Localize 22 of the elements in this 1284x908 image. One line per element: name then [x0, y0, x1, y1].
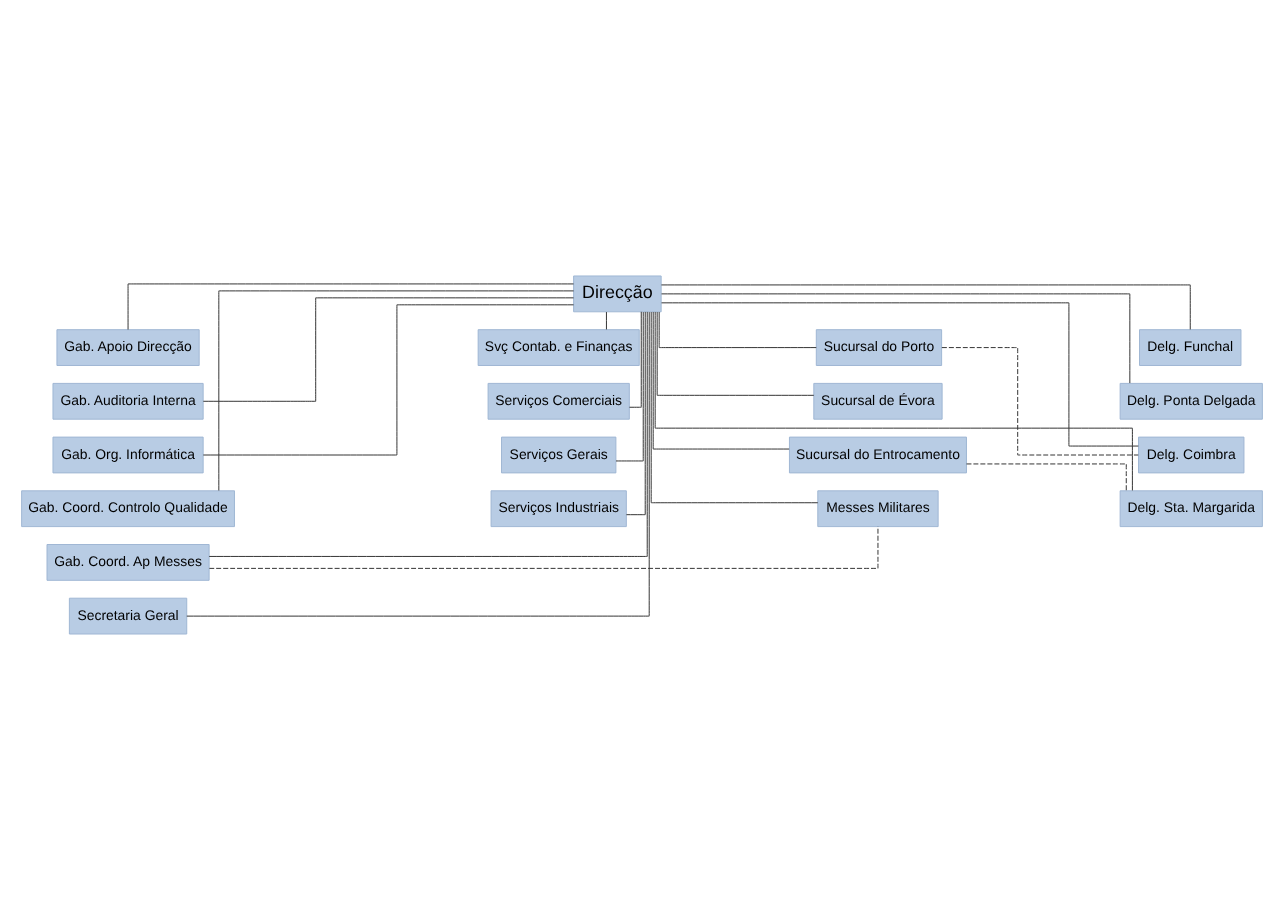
connector: [202, 296, 574, 401]
connector: [941, 346, 1139, 455]
connector: [660, 283, 1191, 329]
connector: [661, 292, 1131, 383]
connector: [208, 310, 648, 556]
connector: [628, 310, 642, 407]
connector: [218, 289, 575, 490]
connector: [661, 301, 1139, 446]
connector: [654, 310, 1133, 490]
connector: [615, 310, 644, 461]
connector: [966, 462, 1127, 491]
connector: [202, 303, 575, 455]
connector: [656, 310, 815, 395]
connector: [605, 310, 607, 329]
connector: [658, 310, 817, 348]
node-box: Direcção: [573, 274, 662, 312]
connector: [208, 525, 879, 568]
connector: [127, 282, 575, 329]
connector: [650, 310, 819, 503]
connector: [625, 310, 646, 515]
connector: [652, 310, 790, 449]
connector: [186, 310, 650, 616]
